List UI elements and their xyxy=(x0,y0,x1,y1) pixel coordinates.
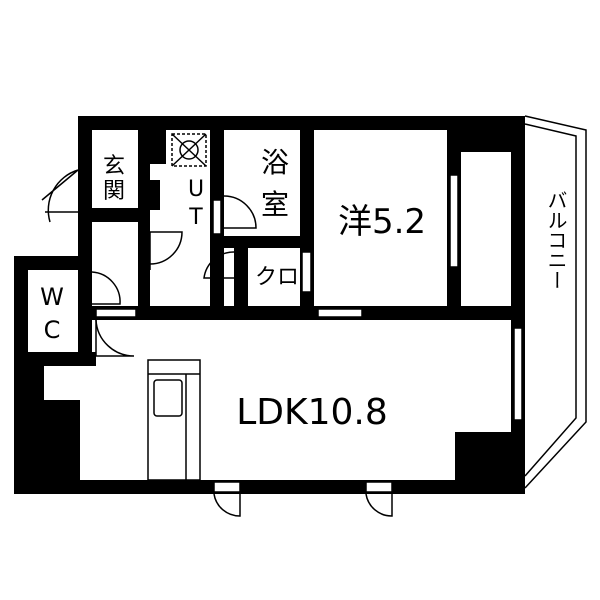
entrance-door xyxy=(41,169,79,223)
washer-space xyxy=(171,133,207,167)
balcony xyxy=(524,115,587,489)
balcony-outline xyxy=(524,115,587,489)
wc-door xyxy=(91,271,121,305)
fixtures xyxy=(147,133,207,481)
pillar-bottom-right xyxy=(455,432,525,494)
label-entrance-2: 関 xyxy=(103,179,125,204)
wall-closet-left xyxy=(234,248,248,320)
wall-entrance-right xyxy=(138,130,150,306)
entrance-inner-door xyxy=(149,231,183,265)
wall-left-upper xyxy=(78,116,92,266)
label-entrance-1: 玄 xyxy=(103,154,125,179)
ldk-door xyxy=(95,319,135,357)
closet-door xyxy=(301,251,312,293)
kitchen-counter xyxy=(147,359,201,481)
label-bath-2: 室 xyxy=(261,188,289,221)
closet-swing-door xyxy=(203,251,235,279)
wall-ut-top-left xyxy=(150,130,166,164)
wall-wc-right xyxy=(78,256,92,366)
wall-wc-top xyxy=(14,256,92,270)
window-western xyxy=(449,174,459,268)
label-bath-1: 浴 xyxy=(261,146,289,179)
label-ldk: LDK10.8 xyxy=(236,392,388,433)
label-ut-2: T xyxy=(188,205,203,230)
wall-entrance-small xyxy=(150,180,160,210)
label-western: 洋5.2 xyxy=(338,202,426,242)
label-wc-1: W xyxy=(40,283,64,311)
wall-wc-bottom xyxy=(14,352,96,366)
wall-entrance-step xyxy=(92,208,138,222)
doors xyxy=(41,169,393,517)
ldk-door-frame xyxy=(95,308,137,318)
label-balcony: バルコニー xyxy=(544,190,568,290)
bottom-door-right xyxy=(365,493,393,517)
window-ldk xyxy=(513,327,523,421)
wall-bath-bottom xyxy=(224,236,314,248)
room-labels: LDK10.8 洋5.2 浴 室 クロ 玄 関 U T W C バルコニー xyxy=(40,146,568,433)
wall-bottom xyxy=(14,480,525,494)
wall-top xyxy=(78,116,525,130)
label-closet: クロ xyxy=(255,265,299,290)
windows xyxy=(95,174,523,421)
bottom-door-left xyxy=(213,493,241,517)
outer-walls xyxy=(14,116,525,494)
ut-door xyxy=(223,195,257,229)
kitchen-sink xyxy=(153,379,183,417)
label-wc-2: C xyxy=(44,316,61,344)
bath-door-frame xyxy=(212,199,222,235)
opening-ldk-top xyxy=(317,308,363,318)
label-ut-1: U xyxy=(188,177,204,202)
